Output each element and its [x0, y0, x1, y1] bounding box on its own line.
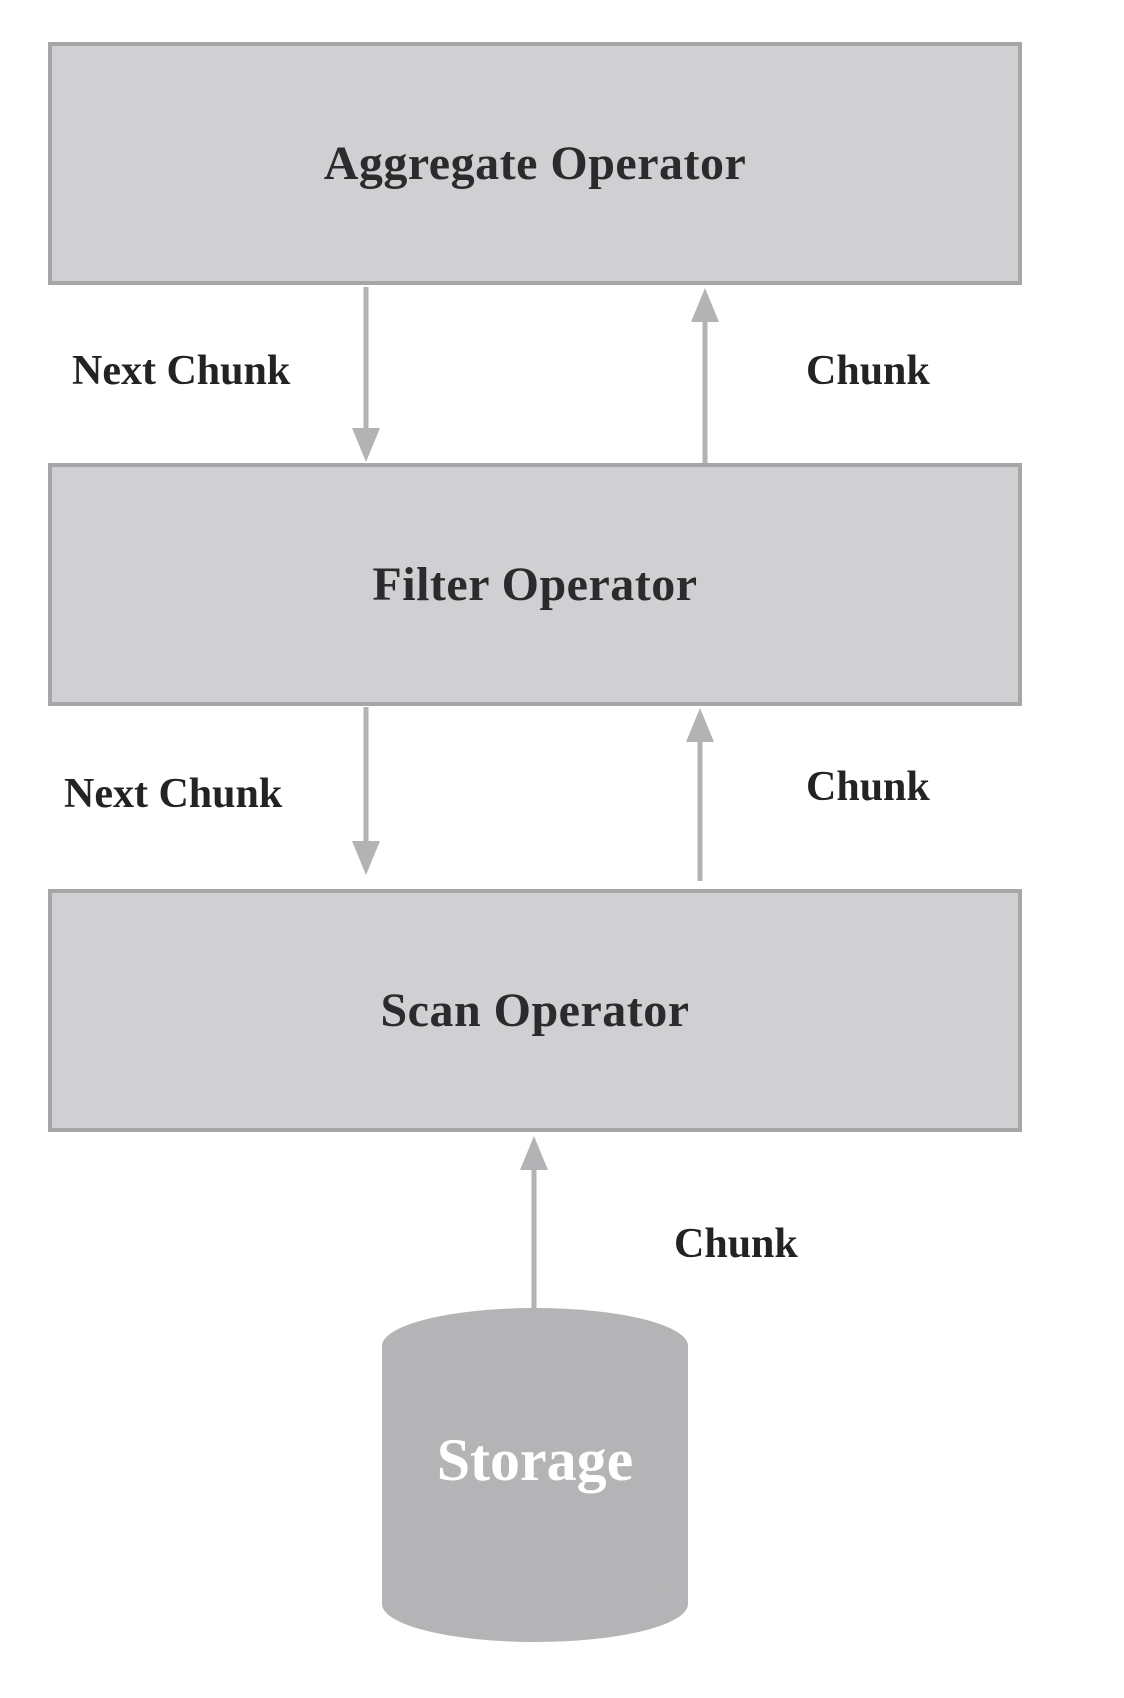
- edge-label-next-chunk-middle: Next Chunk: [64, 771, 283, 817]
- arrow-chunk-storage-to-scan: [520, 1136, 548, 1308]
- storage-cylinder: [382, 1308, 688, 1642]
- filter-operator-label: Filter Operator: [372, 558, 698, 611]
- edge-label-next-chunk-top: Next Chunk: [72, 348, 291, 394]
- aggregate-operator-label: Aggregate Operator: [323, 137, 747, 190]
- arrow-chunk-scan-to-filter: [686, 708, 714, 881]
- storage-label: Storage: [436, 1427, 634, 1493]
- arrow-next-chunk-filter-to-scan: [352, 707, 380, 875]
- aggregate-operator-box: Aggregate Operator: [48, 42, 1022, 285]
- arrow-next-chunk-aggregate-to-filter: [352, 287, 380, 462]
- edge-label-chunk-bottom: Chunk: [674, 1221, 798, 1267]
- edge-label-chunk-top: Chunk: [806, 348, 930, 394]
- edge-label-chunk-middle: Chunk: [806, 764, 930, 810]
- filter-operator-box: Filter Operator: [48, 463, 1022, 706]
- scan-operator-box: Scan Operator: [48, 889, 1022, 1132]
- arrow-chunk-filter-to-aggregate: [691, 288, 719, 464]
- scan-operator-label: Scan Operator: [380, 984, 690, 1037]
